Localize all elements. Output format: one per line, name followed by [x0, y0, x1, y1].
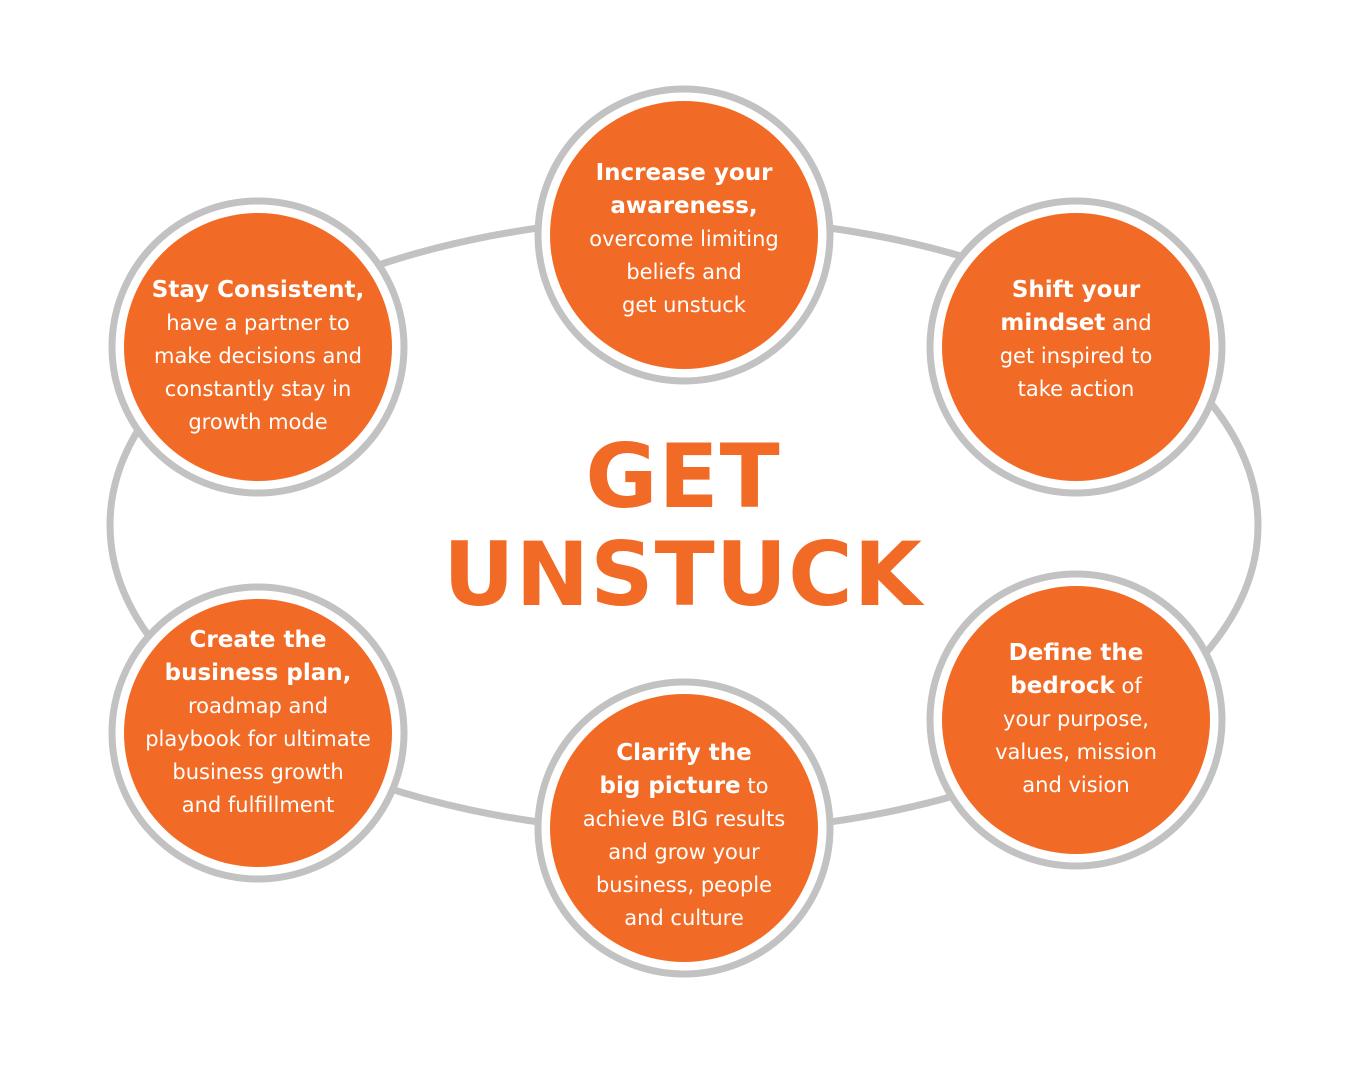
node-mindset-circle	[926, 197, 1226, 497]
node-line-bold-text: big picture	[599, 773, 741, 799]
node-bedrock-circle	[926, 570, 1226, 870]
node-bedrock-text: Define the bedrock of your purpose, values,…	[961, 637, 1191, 802]
node-line-text: and fulfillment	[181, 793, 335, 817]
node-line-bold-text: Clarify the	[616, 740, 752, 766]
node-line: bedrock of	[961, 670, 1191, 703]
node-line: and fulfillment	[143, 789, 373, 822]
node-line-text: growth mode	[188, 410, 328, 434]
node-line: growth mode	[143, 406, 373, 439]
node-line-bold-text: Create the	[189, 627, 327, 653]
node-line-bold-text: mindset	[1000, 310, 1106, 336]
node-line: get unstuck	[569, 289, 799, 322]
node-awareness-circle	[534, 85, 834, 385]
node-line: achieve BIG results	[569, 803, 799, 836]
node-line-text: roadmap and	[187, 694, 329, 718]
node-line-text: make decisions and	[153, 344, 363, 368]
node-consistent-text: Stay Consistent, have a partner to make de…	[143, 274, 373, 439]
node-line-bold-text: business plan,	[164, 660, 352, 686]
node-line-text: and vision	[1022, 773, 1130, 797]
center-title: GET UNSTUCK	[383, 428, 983, 624]
node-line: constantly stay in	[143, 373, 373, 406]
node-line-text: constantly stay in	[164, 377, 352, 401]
node-line-text: have a partner to	[166, 311, 350, 335]
node-line: and culture	[569, 902, 799, 935]
node-line-text: overcome limiting	[589, 227, 779, 251]
node-line: awareness,	[569, 190, 799, 223]
title-line-2: UNSTUCK	[443, 523, 923, 626]
node-line-text: of	[1114, 674, 1142, 698]
node-business-plan-text: Create the business plan, roadmap and playb…	[143, 624, 373, 822]
node-consistent-circle	[108, 197, 408, 497]
node-big-picture-circle	[534, 678, 834, 978]
node-line-text: your purpose,	[1003, 707, 1149, 731]
node-line-text: and grow your	[608, 840, 760, 864]
node-line: have a partner to	[143, 307, 373, 340]
node-line: take action	[961, 373, 1191, 406]
node-line-bold-text: Shift your	[1011, 277, 1141, 303]
node-line-bold-text: Increase your	[595, 160, 773, 186]
node-line-text: to	[740, 774, 769, 798]
node-line-bold-text: awareness,	[610, 193, 758, 219]
node-line: Create the	[143, 624, 373, 657]
node-line: big picture to	[569, 770, 799, 803]
node-line-text: and	[1105, 311, 1152, 335]
node-big-picture-text: Clarify the big picture to achieve BIG res…	[569, 737, 799, 935]
node-line: get inspired to	[961, 340, 1191, 373]
node-line: Increase your	[569, 157, 799, 190]
node-line-text: playbook for ultimate	[145, 727, 371, 751]
node-line: business growth	[143, 756, 373, 789]
node-line: business, people	[569, 869, 799, 902]
node-line-text: achieve BIG results	[582, 807, 786, 831]
node-line-text: business growth	[172, 760, 344, 784]
node-line: and vision	[961, 769, 1191, 802]
node-line: overcome limiting	[569, 223, 799, 256]
title-line-1: GET	[585, 425, 781, 528]
node-awareness-text: Increase your awareness, overcome limiting…	[569, 157, 799, 322]
node-line: Stay Consistent,	[143, 274, 373, 307]
node-line: Clarify the	[569, 737, 799, 770]
node-line-bold-text: Define the	[1008, 640, 1144, 666]
node-business-plan-circle	[108, 583, 408, 883]
node-line-text: and culture	[624, 906, 744, 930]
node-line: values, mission	[961, 736, 1191, 769]
node-mindset-text: Shift your mindset and get inspired to take…	[961, 274, 1191, 406]
node-line: mindset and	[961, 307, 1191, 340]
node-line-bold-text: bedrock	[1010, 673, 1115, 699]
node-line-text: business, people	[595, 873, 773, 897]
node-line: roadmap and	[143, 690, 373, 723]
node-line: beliefs and	[569, 256, 799, 289]
node-line: your purpose,	[961, 703, 1191, 736]
node-line: business plan,	[143, 657, 373, 690]
node-line: Shift your	[961, 274, 1191, 307]
node-line: Define the	[961, 637, 1191, 670]
node-line-text: values, mission	[995, 740, 1157, 764]
node-line-text: take action	[1017, 377, 1135, 401]
node-line: and grow your	[569, 836, 799, 869]
node-line-text: beliefs and	[626, 260, 742, 284]
node-line: playbook for ultimate	[143, 723, 373, 756]
node-line: make decisions and	[143, 340, 373, 373]
node-line-bold-text: Stay Consistent,	[151, 277, 365, 303]
node-line-text: get inspired to	[999, 344, 1153, 368]
node-line-text: get unstuck	[622, 293, 746, 317]
